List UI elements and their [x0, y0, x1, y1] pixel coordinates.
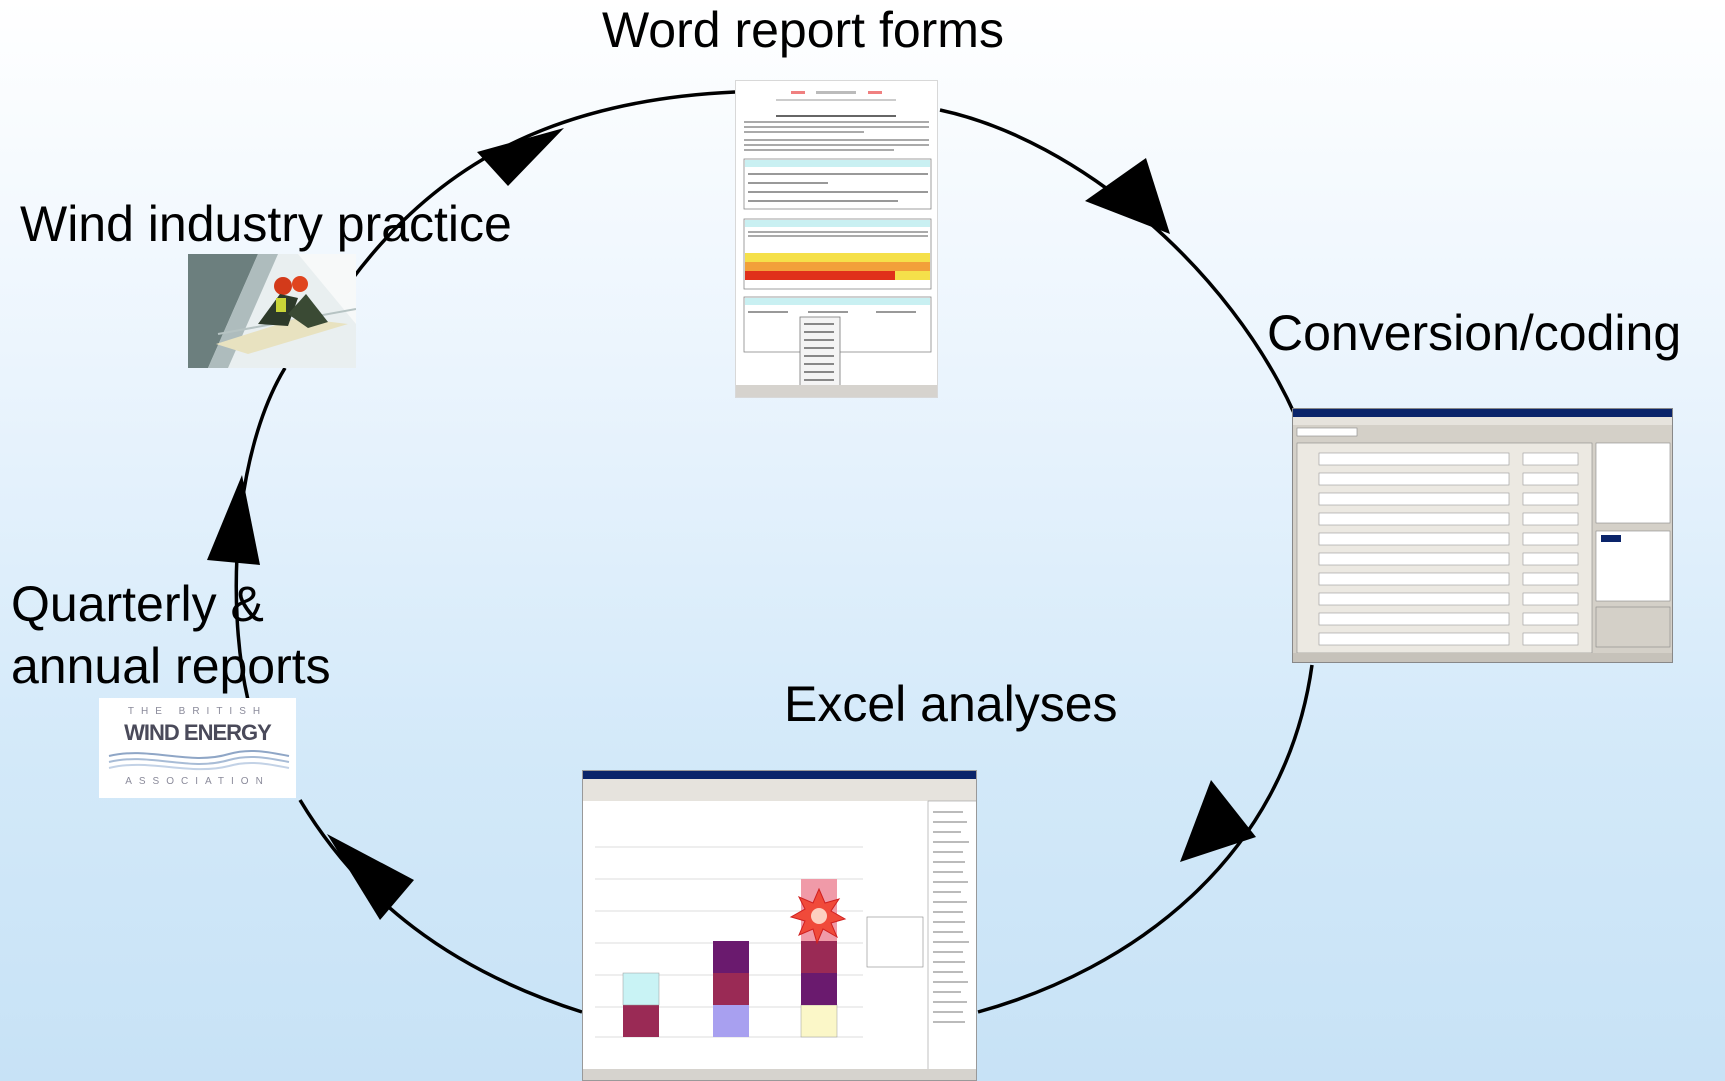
- word-report-form-thumbnail: [735, 80, 938, 398]
- arrowhead-excel-to-reports: [327, 834, 414, 920]
- logo-top-text: THE BRITISH: [127, 706, 268, 717]
- logo-waves: [108, 749, 290, 771]
- bwea-logo: THE BRITISH WIND ENERGY ASSOCIATION: [99, 698, 296, 798]
- label-wind-industry-practice: Wind industry practice: [20, 196, 512, 252]
- coding-app-thumbnail: [1292, 408, 1673, 663]
- label-reports-line2: annual reports: [11, 638, 331, 694]
- arc-forms-to-conversion: [939, 108, 1297, 416]
- logo-bottom-text: ASSOCIATION: [125, 776, 270, 787]
- arc-excel-to-reports: [298, 799, 583, 1014]
- arrowhead-conversion-to-excel: [1180, 780, 1256, 862]
- excel-chart-thumbnail: [582, 770, 977, 1081]
- arc-conversion-to-excel: [977, 664, 1314, 1014]
- arrowhead-reports-to-practice: [207, 475, 260, 565]
- arrowhead-forms-to-conversion: [1085, 158, 1170, 234]
- label-word-report-forms: Word report forms: [602, 2, 1004, 58]
- label-excel-analyses: Excel analyses: [784, 676, 1118, 732]
- label-reports-line1: Quarterly &: [11, 576, 264, 632]
- arrowhead-practice-to-forms: [477, 128, 564, 186]
- logo-main-text: WIND ENERGY: [124, 720, 272, 745]
- label-conversion-coding: Conversion/coding: [1267, 305, 1682, 361]
- wind-technician-photo: [188, 254, 356, 368]
